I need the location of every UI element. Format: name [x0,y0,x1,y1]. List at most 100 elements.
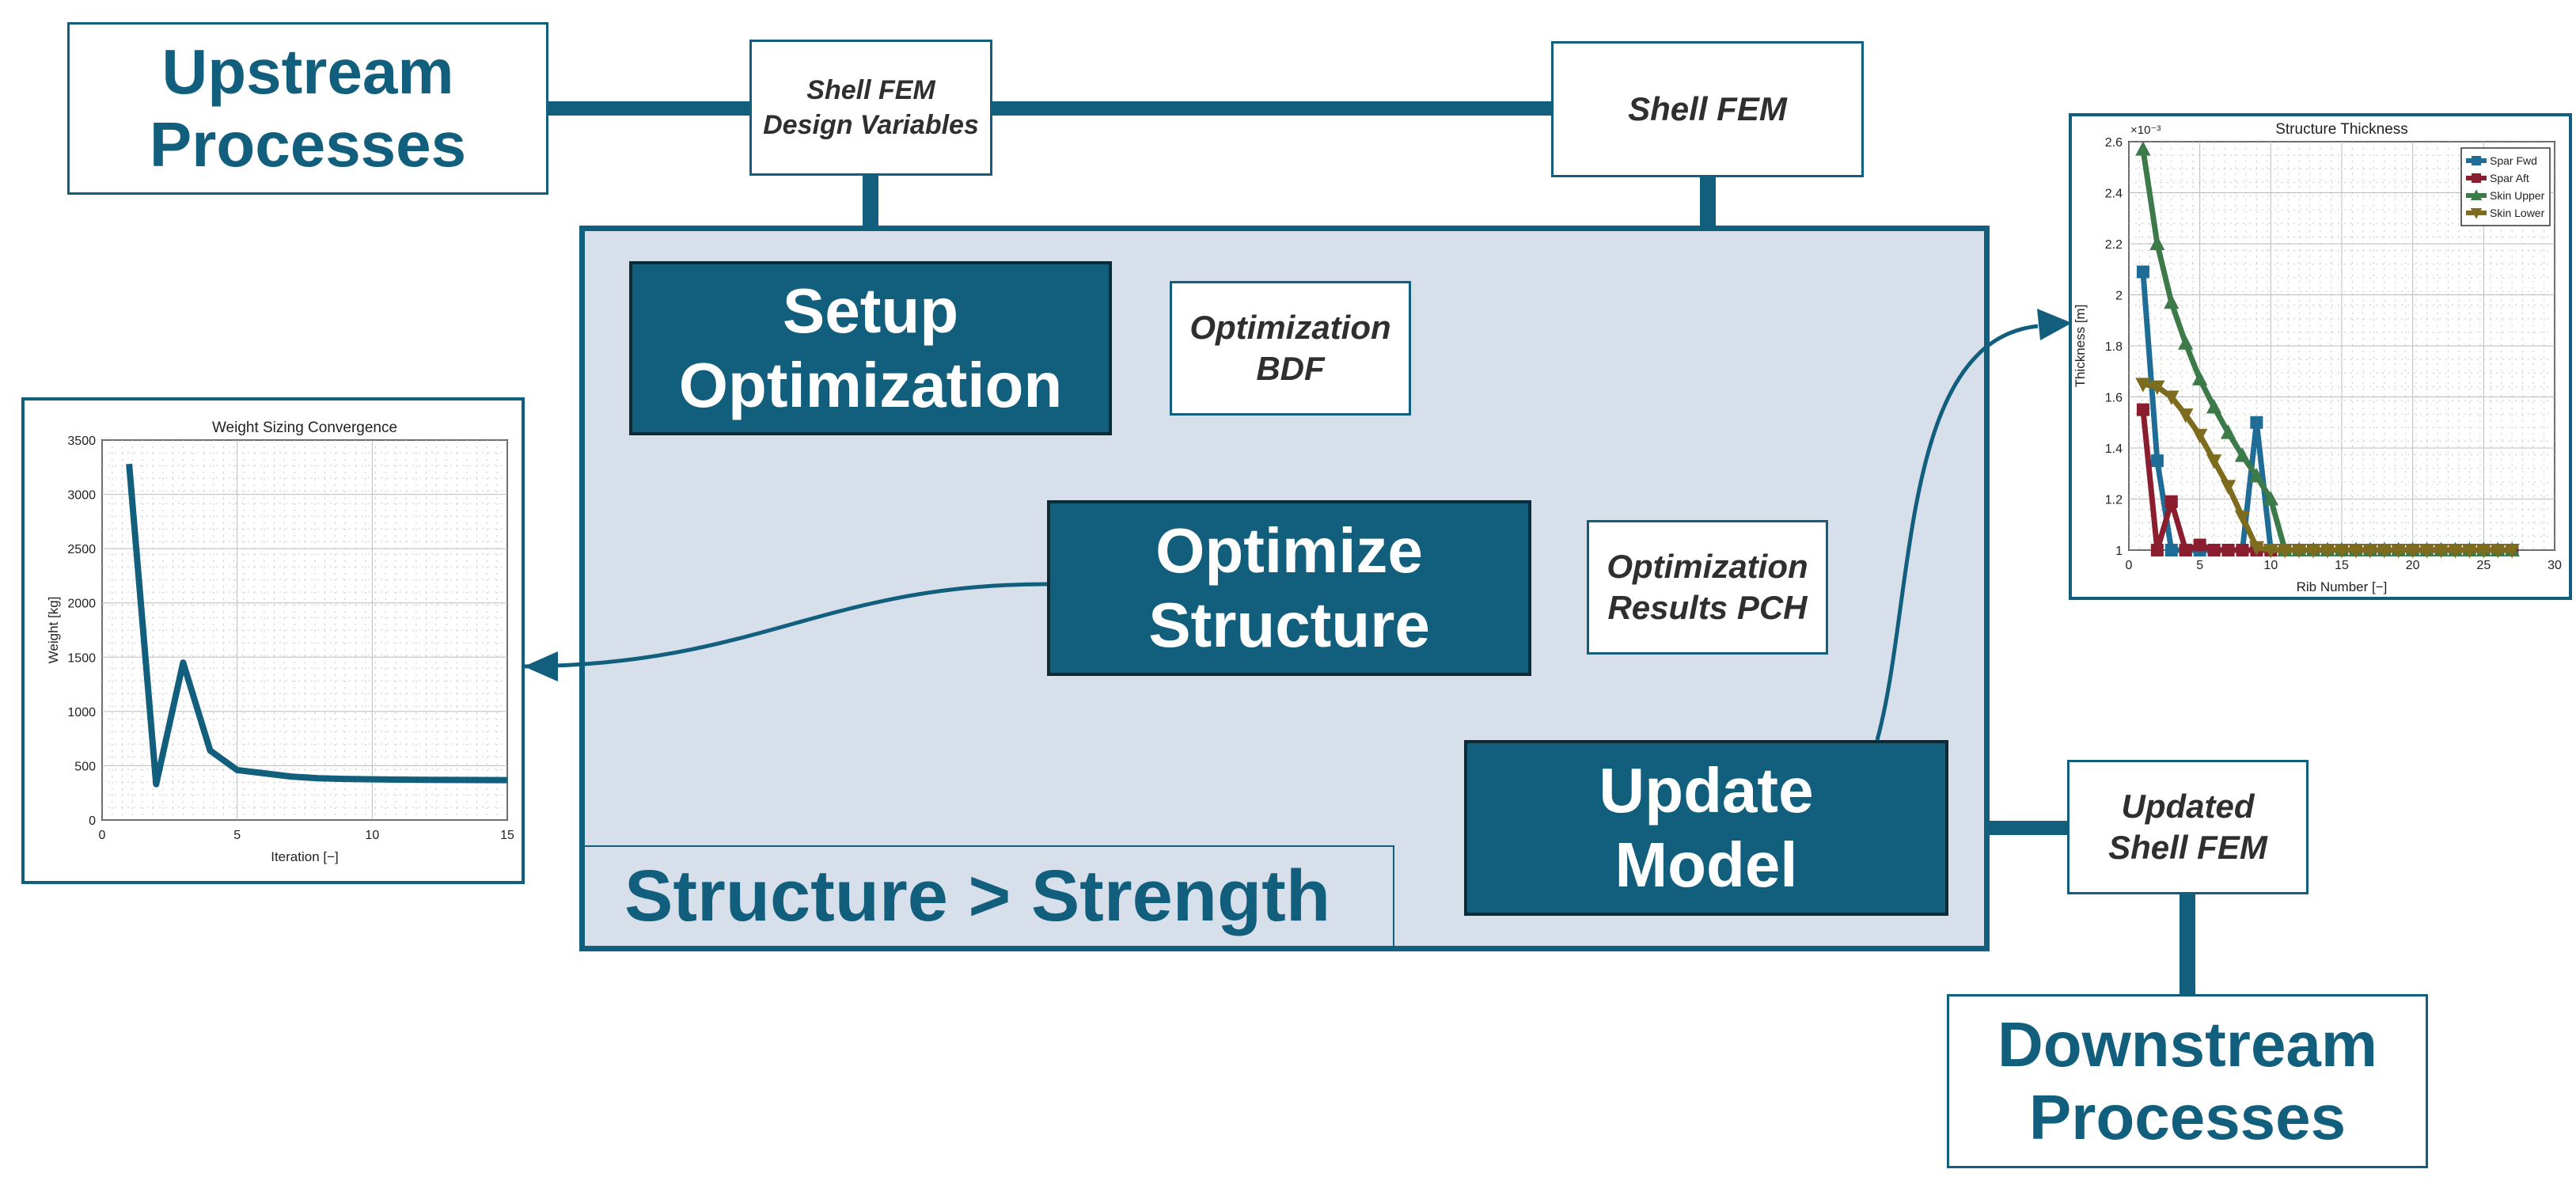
upstream-processes-label: Upstream Processes [149,36,467,180]
data-marker [2220,424,2236,439]
data-marker [2472,156,2481,165]
legend-label: Spar Aft [2490,172,2529,184]
y-tick-label: 2000 [67,598,96,611]
x-tick-label: 20 [2406,559,2420,572]
optimize-structure-box: Optimize Structure [1047,500,1531,676]
data-marker [2419,544,2435,559]
data-marker [2472,173,2481,183]
downstream-processes-box: Downstream Processes [1947,994,2428,1168]
data-marker [2362,544,2378,559]
optimization-bdf-box: Optimization BDF [1170,281,1411,416]
updated-shell-fem-box: Updated Shell FEM [2067,760,2309,894]
y-tick-label: 1 [2115,545,2123,558]
connector-updated-fem-to-downstream [2180,893,2195,997]
data-marker [2164,495,2178,508]
x-tick-label: 25 [2476,559,2491,572]
data-marker [2447,544,2464,559]
data-marker [2236,544,2249,556]
y-tick-label: 1500 [67,651,96,665]
data-marker [2504,544,2520,559]
x-axis-label: Rib Number [−] [2297,579,2388,594]
y-axis-label: Thickness [m] [2073,305,2088,388]
optimize-structure-label: Optimize Structure [1148,515,1430,660]
data-marker [2305,544,2321,559]
data-marker [2334,544,2350,559]
setup-optimization-label: Setup Optimization [678,275,1063,420]
data-marker [2470,208,2483,219]
x-tick-label: 0 [99,829,106,842]
data-marker [2263,544,2278,559]
y-tick-label: 2 [2115,290,2123,303]
data-marker [2179,544,2192,556]
data-marker [2206,399,2222,414]
update-model-label: Update Model [1599,755,1814,900]
downstream-processes-label: Downstream Processes [1997,1009,2378,1152]
data-marker [2433,544,2449,559]
y-tick-label: 2500 [67,543,96,556]
y-tick-label: 3000 [67,489,96,503]
data-marker [2207,544,2221,556]
data-marker [2193,538,2206,552]
grid [102,440,507,820]
data-marker [2470,189,2483,200]
optimization-results-label: Optimization Results PCH [1607,547,1808,627]
y-tick-label: 1.4 [2105,442,2123,456]
y-tick-label: 2.6 [2105,136,2123,150]
legend-label: Skin Lower [2490,207,2545,219]
x-tick-label: 5 [233,829,241,842]
y-tick-label: 2.4 [2105,188,2123,201]
x-tick-label: 15 [500,829,514,842]
series-line-weight [126,463,508,788]
data-marker [2136,265,2149,279]
data-marker [2220,480,2236,495]
data-marker [2164,390,2180,405]
shell-fem-label: Shell FEM [1628,89,1787,127]
connector-upstream-to-shell-fem [548,101,1569,116]
data-marker [2248,541,2264,556]
data-marker [2405,544,2421,559]
y-tick-label: 0 [89,814,96,828]
upstream-processes-box: Upstream Processes [67,22,548,195]
setup-optimization-box: Setup Optimization [629,261,1112,435]
data-marker [2291,544,2307,559]
data-marker [2461,544,2477,559]
data-marker [2192,428,2208,444]
data-marker [2320,544,2335,559]
region-label-box: Structure > Strength [585,845,1394,946]
y-tick-label: 2.2 [2105,238,2123,252]
data-marker [2221,544,2235,556]
design-variables-box: Shell FEM Design Variables [749,40,992,176]
data-marker [2164,544,2178,556]
y-tick-label: 1.6 [2105,392,2123,405]
y-tick-label: 1.2 [2105,494,2123,507]
chart-title: Structure Thickness [2275,121,2408,138]
data-marker [2206,454,2222,469]
y-tick-label: 1.8 [2105,340,2123,354]
updated-shell-fem-label: Updated Shell FEM [2108,787,2267,867]
y-exponent-label: ×10⁻³ [2130,123,2161,137]
data-marker [2277,544,2293,559]
data-marker [2250,416,2263,429]
x-tick-label: 30 [2548,559,2562,572]
chart-title: Weight Sizing Convergence [212,419,397,436]
x-axis-label: Iteration [−] [271,849,339,864]
y-tick-label: 500 [74,760,96,773]
arrow-thickness-chart-head [2037,309,2072,340]
arrow-weight-chart-head [524,651,558,681]
data-marker [2234,447,2251,462]
data-marker [2490,544,2506,559]
data-marker [2150,454,2164,468]
update-model-box: Update Model [1464,740,1948,916]
data-marker [2149,380,2165,395]
data-marker [2391,544,2407,559]
data-marker [2150,544,2164,556]
y-tick-label: 3500 [67,435,96,448]
data-marker [2178,408,2194,423]
data-marker [2178,335,2194,350]
data-marker [2475,544,2491,559]
data-marker [2248,468,2264,483]
